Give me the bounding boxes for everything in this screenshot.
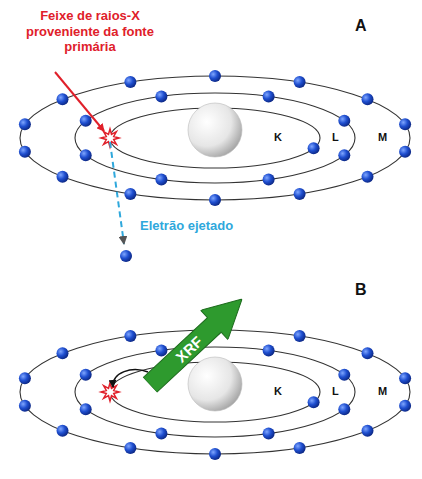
electron	[338, 403, 350, 415]
electron	[263, 344, 275, 356]
electron	[124, 330, 136, 342]
transition-arrow	[113, 370, 148, 387]
electron-shell	[20, 76, 410, 200]
electron	[155, 344, 167, 356]
electron	[57, 93, 69, 105]
electron	[209, 448, 221, 460]
atom-a	[19, 70, 411, 206]
electron	[399, 400, 411, 412]
electron	[155, 428, 167, 440]
atom-b	[19, 324, 411, 460]
electron	[19, 118, 31, 130]
electron	[294, 188, 306, 200]
arrow-body	[136, 284, 255, 399]
shell-label: M	[378, 385, 387, 398]
electron	[362, 425, 374, 437]
electron-shell	[75, 347, 355, 437]
vacancy-burst	[101, 383, 119, 401]
electron	[57, 347, 69, 359]
shell-label: L	[332, 385, 339, 398]
ejected-electron-label: Eletrão ejetado	[140, 218, 233, 234]
ejected-electron	[120, 250, 132, 262]
electron	[19, 400, 31, 412]
electron	[263, 174, 275, 186]
shell-label: K	[274, 131, 282, 144]
electron	[294, 330, 306, 342]
electron	[209, 194, 221, 206]
ejection-path	[110, 142, 124, 244]
nucleus	[188, 357, 242, 411]
electron	[362, 171, 374, 183]
electron	[124, 188, 136, 200]
electron	[338, 149, 350, 161]
electron	[19, 146, 31, 158]
electron	[294, 76, 306, 88]
nucleus	[188, 103, 242, 157]
electron	[399, 146, 411, 158]
electron	[57, 171, 69, 183]
panel-letter: A	[355, 16, 367, 35]
shell-label: M	[378, 131, 387, 144]
panel-letter: B	[355, 280, 367, 299]
electron	[80, 369, 92, 381]
electron	[124, 76, 136, 88]
electron	[209, 70, 221, 82]
source-beam-label: Feixe de raios-X proveniente da fonte pr…	[20, 8, 160, 55]
electron	[308, 142, 320, 154]
electron	[399, 372, 411, 384]
electron	[80, 403, 92, 415]
electron-shell	[75, 93, 355, 183]
electron	[399, 118, 411, 130]
electron	[263, 90, 275, 102]
electron	[294, 442, 306, 454]
shell-label: L	[332, 131, 339, 144]
electron	[362, 93, 374, 105]
electron	[362, 347, 374, 359]
electron	[19, 372, 31, 384]
electron	[155, 90, 167, 102]
electron	[308, 396, 320, 408]
electron	[263, 428, 275, 440]
electron	[57, 425, 69, 437]
electron	[124, 442, 136, 454]
electron-shell	[20, 330, 410, 454]
xray-beam-arrow	[55, 72, 104, 131]
electron	[338, 369, 350, 381]
electron	[80, 149, 92, 161]
electron	[338, 115, 350, 127]
electron	[155, 174, 167, 186]
electron	[80, 115, 92, 127]
shell-label: K	[274, 385, 282, 398]
